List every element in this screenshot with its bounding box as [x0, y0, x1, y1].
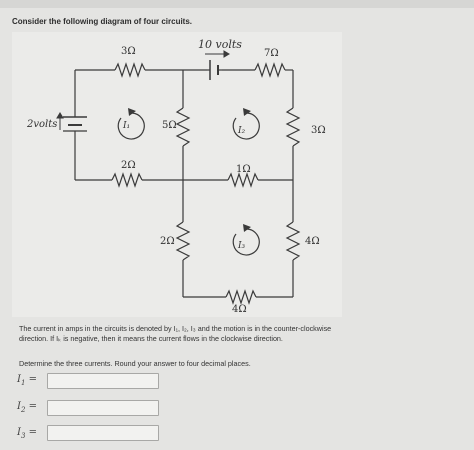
- label-r-middle: 5Ω: [162, 120, 177, 131]
- question-description: The current in amps in the circuits is d…: [19, 324, 429, 344]
- label-r-right-upper: 3Ω: [311, 125, 326, 136]
- label-loop1: I₁: [122, 121, 130, 131]
- label-r-top-left: 3Ω: [121, 46, 136, 57]
- loop2-arrow-icon: [232, 112, 260, 140]
- answer-input-i3[interactable]: [47, 425, 159, 441]
- resistor-lower-right: [285, 221, 301, 261]
- question-instruction: Determine the three currents. Round your…: [19, 359, 251, 368]
- resistor-lower-left: [175, 221, 191, 261]
- loop3-arrow-icon: [232, 228, 260, 256]
- resistor-right-upper: [285, 107, 301, 147]
- top-strip: [0, 0, 474, 8]
- resistor-mid-left: [111, 172, 143, 188]
- resistor-top-right: [254, 62, 286, 78]
- label-loop2: I₂: [237, 126, 246, 136]
- circuit-diagram: 3Ω 10 volts 7Ω 2volts I₁ 5Ω I₂ 3Ω 2Ω 1Ω …: [12, 32, 342, 317]
- label-r-mid-left: 2Ω: [121, 160, 136, 171]
- answer-input-i2[interactable]: [47, 400, 159, 416]
- label-battery-top: 10 volts: [198, 38, 242, 51]
- label-r-lower-left: 2Ω: [160, 236, 175, 247]
- resistor-mid-right: [227, 172, 259, 188]
- description-line-1: The current in amps in the circuits is d…: [19, 324, 332, 333]
- resistor-middle: [175, 107, 191, 147]
- label-r-bottom: 4Ω: [232, 304, 247, 315]
- label-r-top-right: 7Ω: [264, 48, 279, 59]
- resistor-bottom: [225, 289, 257, 305]
- label-r-lower-right: 4Ω: [305, 236, 320, 247]
- diagram-background: [12, 32, 342, 317]
- loop1-arrow-icon: [117, 112, 145, 140]
- description-line-2: direction. If Iₖ is negative, then it me…: [19, 334, 283, 343]
- answer-label-2: I2 =: [17, 401, 37, 414]
- label-r-mid-right: 1Ω: [236, 164, 251, 175]
- label-loop3: I₃: [237, 241, 246, 251]
- resistor-top-left: [114, 62, 146, 78]
- answer-label-1: I1 =: [17, 374, 37, 387]
- label-battery-left: 2volts: [26, 119, 57, 130]
- answer-label-3: I3 =: [17, 427, 37, 440]
- answer-input-i1[interactable]: [47, 373, 159, 389]
- question-intro: Consider the following diagram of four c…: [12, 17, 193, 26]
